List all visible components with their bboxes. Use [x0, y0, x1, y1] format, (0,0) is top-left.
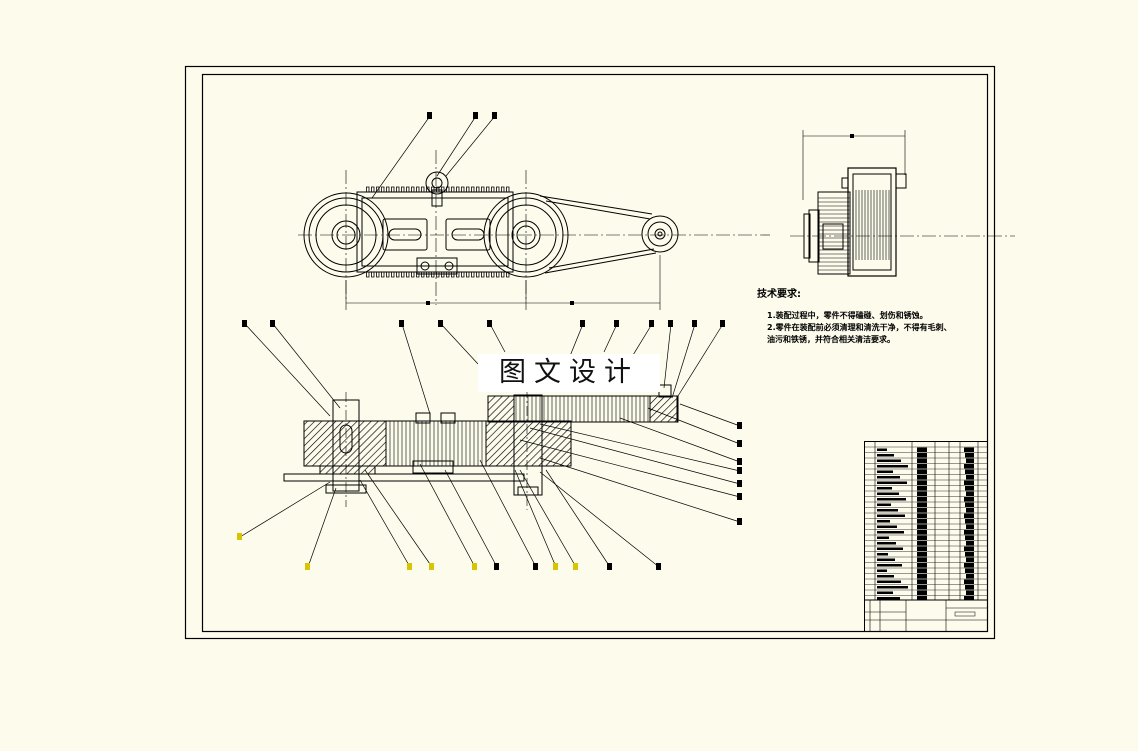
leader-lines: [237, 112, 854, 570]
leader-balloon: [737, 458, 742, 465]
leader-balloon: [399, 320, 404, 327]
dimension-mark: [570, 301, 574, 305]
leader-balloon: [720, 320, 725, 327]
leader-balloon: [692, 320, 697, 327]
tech-notes-title: 技术要求:: [757, 289, 801, 300]
leader-balloon: [737, 493, 742, 500]
leader-balloon: [429, 563, 434, 570]
watermark: 图文设计: [478, 354, 660, 392]
leader-balloon: [737, 440, 742, 447]
leader-balloon: [580, 320, 585, 327]
leader-balloon: [656, 563, 661, 570]
leader-balloon: [237, 533, 242, 540]
tech-note-line: 2.零件在装配前必须清理和清洗干净，不得有毛刺、: [767, 323, 952, 332]
section-view: [283, 384, 679, 510]
leader-balloon: [737, 422, 742, 429]
leader-balloon: [427, 112, 432, 119]
leader-balloon: [607, 563, 612, 570]
front-view: [298, 150, 770, 310]
dimension-mark: [850, 134, 854, 138]
leader-balloon: [668, 320, 673, 327]
title-block: [864, 441, 988, 632]
leader-balloon: [492, 112, 497, 119]
leader-balloon: [242, 320, 247, 327]
leader-balloon: [573, 563, 578, 570]
tech-note-line: 1.装配过程中，零件不得磕碰、划伤和锈蚀。: [767, 311, 928, 320]
inner-frame: [201, 73, 989, 633]
side-view: [790, 130, 1015, 277]
leader-balloon: [473, 112, 478, 119]
leader-balloon: [407, 563, 412, 570]
leader-balloon: [270, 320, 275, 327]
leader-balloon: [494, 563, 499, 570]
technical-requirements: 技术要求: 1.装配过程中，零件不得磕碰、划伤和锈蚀。 2.零件在装配前必须清理…: [757, 285, 952, 346]
dimension-mark: [426, 301, 430, 305]
leader-balloon: [533, 563, 538, 570]
leader-balloon: [737, 480, 742, 487]
leader-balloon: [487, 320, 492, 327]
tech-note-line: 油污和铁锈，并符合相关清洁要求。: [767, 335, 895, 344]
leader-balloon: [649, 320, 654, 327]
leader-balloon: [472, 563, 477, 570]
leader-balloon: [614, 320, 619, 327]
leader-balloon: [438, 320, 443, 327]
outer-frame: [184, 65, 996, 640]
leader-balloon: [305, 563, 310, 570]
leader-balloon: [737, 518, 742, 525]
leader-balloon: [553, 563, 558, 570]
leader-balloon: [737, 467, 742, 474]
